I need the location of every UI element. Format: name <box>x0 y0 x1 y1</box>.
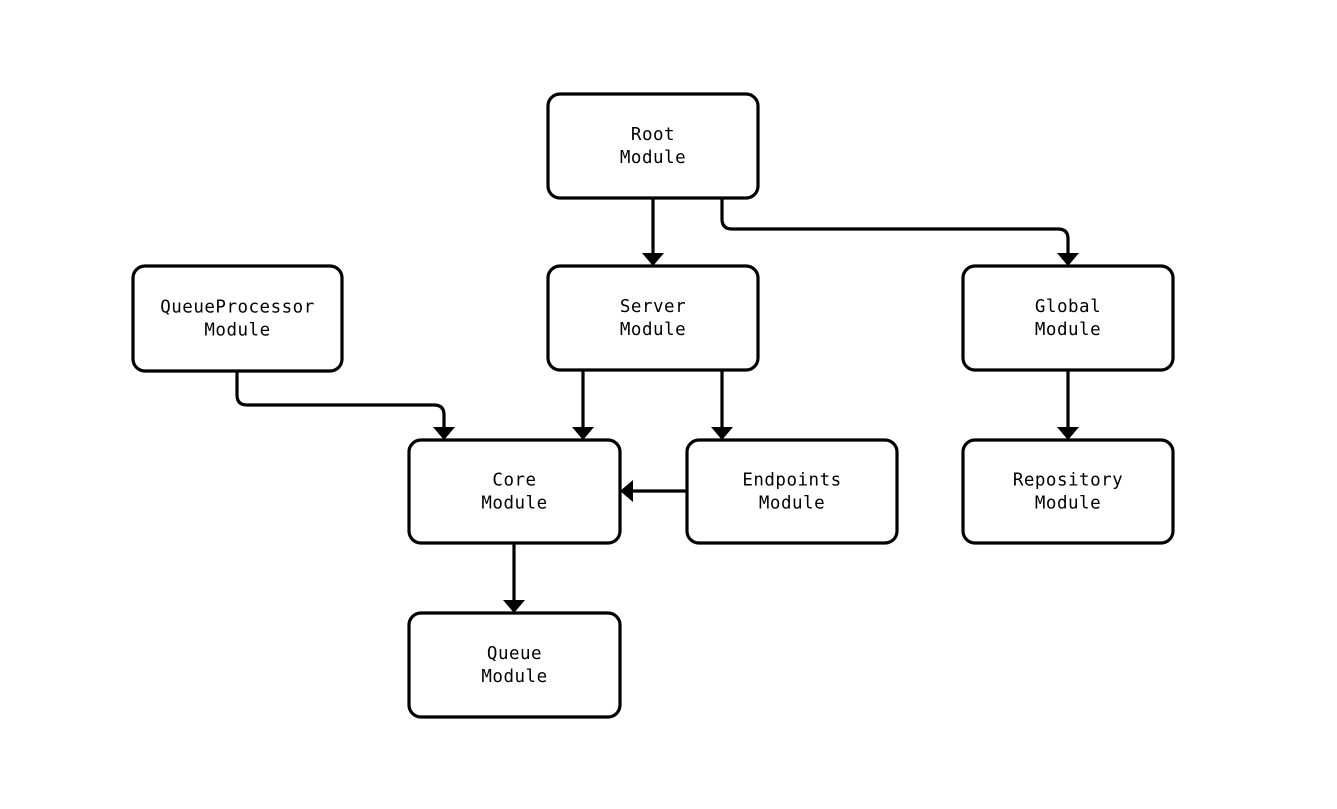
arrowhead-icon <box>1057 427 1079 440</box>
edge-line <box>235 371 446 429</box>
arrowhead-icon <box>711 427 733 440</box>
node-label-line2: Module <box>204 321 270 341</box>
node-label-line2: Module <box>481 494 547 514</box>
node-label-line2: Module <box>1035 494 1101 514</box>
node-label-line1: Core <box>492 471 536 491</box>
edge-root-to-server <box>642 198 664 266</box>
edge-endpoints-to-core <box>620 480 687 502</box>
node-box[interactable] <box>407 611 622 719</box>
node-box[interactable] <box>961 438 1175 545</box>
node-box[interactable] <box>546 264 760 372</box>
node-label-line1: Server <box>620 297 686 317</box>
node-label-line1: Endpoints <box>742 471 841 491</box>
arrowhead-icon <box>620 480 633 502</box>
arrowhead-icon <box>572 427 594 440</box>
edge-core-to-queue <box>503 543 525 613</box>
node-label-line1: Queue <box>487 644 542 664</box>
edges-layer <box>235 198 1079 613</box>
node-box[interactable] <box>685 438 899 545</box>
node-box[interactable] <box>961 264 1175 372</box>
node-label-line2: Module <box>759 494 825 514</box>
edge-root-to-global <box>720 198 1079 266</box>
arrowhead-icon <box>503 600 525 613</box>
node-label-line1: QueueProcessor <box>160 298 315 318</box>
node-label-line2: Module <box>481 667 547 687</box>
edge-server-to-core <box>572 370 594 440</box>
nodes-layer: RootModuleQueueProcessorModuleServerModu… <box>131 92 1175 719</box>
node-label-line1: Repository <box>1013 471 1123 491</box>
arrowhead-icon <box>642 253 664 266</box>
node-box[interactable] <box>131 264 344 373</box>
node-box[interactable] <box>407 438 622 545</box>
edge-global-to-repository <box>1057 370 1079 440</box>
node-label-line2: Module <box>620 320 686 340</box>
node-label-line1: Root <box>631 125 675 145</box>
edge-queueprocessor-to-core <box>235 371 455 440</box>
arrowhead-icon <box>1057 253 1079 266</box>
node-label-line2: Module <box>1035 320 1101 340</box>
arrowhead-icon <box>433 427 455 440</box>
edge-server-to-endpoints <box>711 370 733 440</box>
node-label-line2: Module <box>620 148 686 168</box>
node-label-line1: Global <box>1035 297 1101 317</box>
edge-line <box>720 198 1070 255</box>
node-box[interactable] <box>546 92 760 200</box>
